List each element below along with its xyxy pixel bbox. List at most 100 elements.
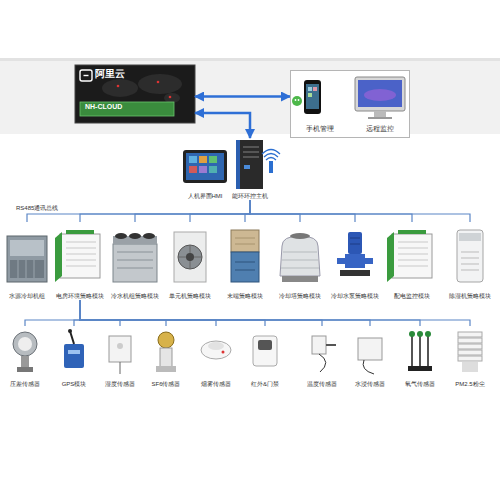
device-node: 电房环境策略模块 xyxy=(53,222,107,300)
water-chiller-part xyxy=(18,260,19,278)
host-node: 能环环控主机 xyxy=(226,138,274,200)
bus-wire xyxy=(250,200,300,222)
cloud-panel-part xyxy=(80,102,174,116)
dehumidifier-part xyxy=(461,270,479,271)
device-node: 冷水机组策略模块 xyxy=(108,222,162,300)
terminal-unit-part xyxy=(235,238,255,239)
cooling-tower-part xyxy=(280,236,320,276)
top-band xyxy=(0,58,500,134)
unit-ac-part xyxy=(174,232,206,282)
oxygen-sensor-part xyxy=(409,331,415,337)
node-label: SF6传感器 xyxy=(142,381,190,388)
remote-panel-part xyxy=(355,77,405,111)
pm25-sensor-part xyxy=(462,362,478,372)
temperature-sensor xyxy=(312,336,336,372)
sensor-node: 红外&门禁 xyxy=(241,326,289,388)
remote-panel-part xyxy=(358,80,402,107)
host-cabinet-part xyxy=(244,165,250,169)
water-leak-sensor-part xyxy=(358,338,382,360)
host-cabinet-part xyxy=(243,146,259,148)
dehumidifier-part xyxy=(461,258,479,259)
bus-wire xyxy=(190,200,250,222)
chiller-unit-part xyxy=(113,244,157,282)
node-label: 温度传感器 xyxy=(298,381,346,388)
oxygen-sensor-part xyxy=(427,334,429,370)
cooling-tower xyxy=(280,233,320,282)
bus-wire xyxy=(80,300,470,326)
cloud-panel-part xyxy=(164,93,180,103)
cooling-tower-part xyxy=(283,252,317,253)
bus-wire xyxy=(25,300,80,326)
host-cabinet-part xyxy=(262,150,280,155)
node-label: 水浸传感器 xyxy=(346,381,394,388)
humidity-sensor-part xyxy=(117,343,123,349)
power-module xyxy=(387,230,432,282)
terminal-unit-part xyxy=(235,270,255,271)
node-label: GPS模块 xyxy=(50,381,98,388)
sensor-node: 压差传感器 xyxy=(1,326,49,388)
hmi-node: 人机界面HMI xyxy=(178,148,232,200)
hmi-tablet-part xyxy=(199,166,207,173)
node-label: 能环环控主机 xyxy=(226,193,274,200)
pressure-sensor-part xyxy=(13,332,37,356)
node-label: 阿里云 xyxy=(95,68,125,80)
power-module-part xyxy=(398,230,426,234)
water-chiller xyxy=(7,236,47,282)
node-label: 冷却塔策略模块 xyxy=(273,293,327,300)
bus-wire xyxy=(80,300,120,326)
node-label: 压差传感器 xyxy=(1,381,49,388)
device-node: 除湿机策略模块 xyxy=(443,222,497,300)
terminal-unit-part xyxy=(231,230,259,252)
hmi-tablet-part xyxy=(186,153,224,180)
chiller-unit-part xyxy=(115,233,127,239)
gps-module-part xyxy=(68,329,72,333)
cloud-panel-part xyxy=(84,75,89,76)
humidity-sensor-part xyxy=(120,362,121,374)
node-label: 冷却水泵策略模块 xyxy=(328,293,382,300)
pm25-sensor-part xyxy=(458,350,482,355)
dehumidifier-part xyxy=(459,233,481,241)
node-label: 手机管理 xyxy=(295,125,345,132)
pm25-sensor-part xyxy=(458,338,482,343)
sf6-sensor-part xyxy=(160,348,172,367)
link-arrow xyxy=(195,95,290,98)
node-label: 电房环境策略模块 xyxy=(53,293,107,300)
device-node: 冷却塔策略模块 xyxy=(273,222,327,300)
node-label: 人机界面HMI xyxy=(178,193,232,200)
infrared-sensor xyxy=(253,336,277,366)
sensor-node: 水浸传感器 xyxy=(346,326,394,388)
power-module-part xyxy=(387,232,394,282)
power-module-part xyxy=(398,260,428,261)
node-label: 湿度传感器 xyxy=(96,381,144,388)
cloud-panel xyxy=(75,65,195,123)
oxygen-sensor xyxy=(408,331,432,371)
bus-wire xyxy=(80,300,166,326)
host-cabinet-part xyxy=(243,156,259,158)
power-module-part xyxy=(398,242,428,243)
bus-wire xyxy=(245,200,250,222)
water-pump-part xyxy=(365,258,373,264)
host-cabinet-part xyxy=(236,140,240,189)
env-module xyxy=(55,230,100,282)
bus-wire xyxy=(80,300,370,326)
node-label: 水源冷却机组 xyxy=(0,293,54,300)
terminal-unit-part xyxy=(235,244,255,245)
bus-label: RS485通讯总线 xyxy=(16,204,58,213)
host-cabinet-part xyxy=(266,158,276,161)
env-module-part xyxy=(66,266,96,267)
pressure-sensor xyxy=(13,332,37,372)
smoke-sensor-part xyxy=(222,351,225,354)
device-node: 冷却水泵策略模块 xyxy=(328,222,382,300)
gps-module-part xyxy=(68,350,80,354)
remote-box: 手机管理远程监控 xyxy=(290,70,410,138)
cloud-panel-part xyxy=(138,74,182,94)
cooling-tower-part xyxy=(282,276,318,282)
cloud-panel-part xyxy=(80,70,92,81)
smoke-sensor xyxy=(201,341,231,359)
oxygen-sensor-part xyxy=(419,334,421,370)
remote-panel-part xyxy=(295,99,297,101)
remote-panel-part xyxy=(364,89,396,101)
power-module-part xyxy=(398,248,428,249)
remote-panel-part xyxy=(304,80,321,114)
